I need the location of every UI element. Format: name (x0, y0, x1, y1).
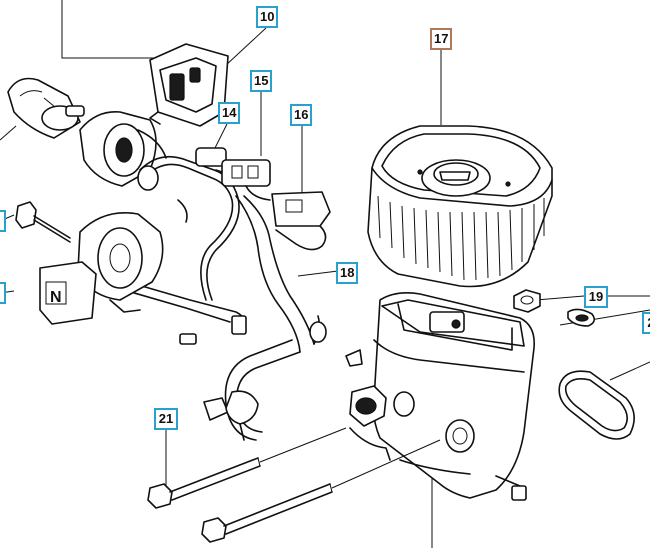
spark-plug-cap (7, 77, 85, 139)
hose-fitting (203, 390, 259, 441)
filter-pleats (377, 195, 545, 281)
gasket-ring (558, 370, 635, 440)
callout-10: 10 (256, 6, 278, 28)
switch-housing: N (39, 212, 164, 325)
screw-12 (15, 201, 71, 243)
callout-21: 21 (154, 408, 178, 430)
bolt-extensions (259, 427, 441, 489)
bolt-21-lower (201, 483, 333, 543)
callout-19: 19 (584, 286, 608, 308)
callout-15: 15 (250, 70, 272, 92)
callout-17: 17 (430, 28, 452, 50)
nut-19 (513, 289, 541, 313)
callout-13-cropped: 3 (0, 282, 6, 304)
callout-16: 16 (290, 104, 312, 126)
clip-20 (567, 308, 596, 327)
bolt-21-upper (147, 457, 261, 509)
callout-14: 14 (218, 102, 240, 124)
callout-12-cropped: 2 (0, 210, 6, 232)
ignition-coil (79, 111, 167, 187)
air-filter-17 (367, 125, 553, 288)
part-marking: N (50, 289, 62, 306)
connector-15 (215, 159, 271, 187)
carburettor-housing (372, 292, 536, 501)
valve-fitting (345, 349, 391, 461)
callout-20-cropped: 2 (642, 312, 650, 334)
callout-18: 18 (336, 262, 358, 284)
switch-wiring (109, 281, 247, 345)
ignition-module (149, 43, 229, 127)
connector-16 (245, 185, 331, 251)
